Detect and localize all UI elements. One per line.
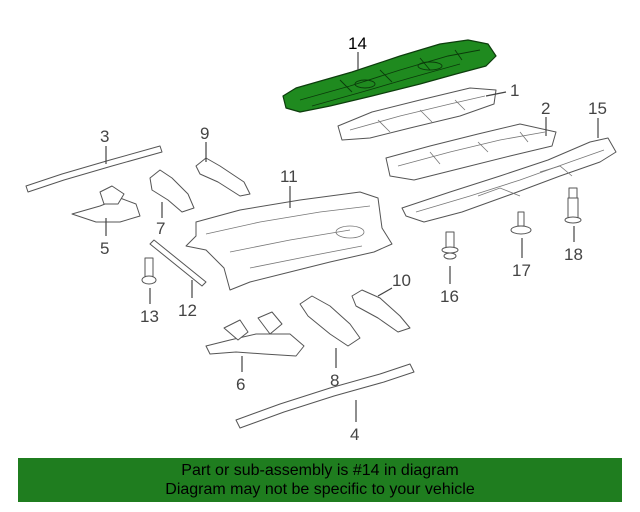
part-11[interactable] (185, 191, 393, 291)
part-4[interactable] (235, 363, 415, 429)
part-7[interactable] (149, 169, 195, 213)
callout-7[interactable]: 7 (156, 219, 165, 238)
part-5[interactable] (71, 185, 141, 223)
callout-1[interactable]: 1 (510, 81, 519, 100)
callout-14[interactable]: 14 (348, 34, 367, 53)
part-13-bolt[interactable] (141, 257, 157, 285)
callout-11[interactable]: 11 (280, 167, 298, 186)
callout-3[interactable]: 3 (100, 127, 109, 146)
part-9[interactable] (195, 157, 251, 197)
part-14-highlighted[interactable] (282, 39, 497, 113)
part-6[interactable] (205, 311, 305, 357)
part-info-banner: Part or sub-assembly is #14 in diagram D… (18, 458, 622, 502)
banner-part-line: Part or sub-assembly is #14 in diagram (181, 462, 459, 479)
callout-10[interactable]: 10 (392, 271, 411, 290)
part-18-bolt[interactable] (564, 187, 582, 224)
callout-13[interactable]: 13 (140, 307, 159, 326)
callout-2[interactable]: 2 (541, 99, 550, 118)
part-16-stud[interactable] (441, 231, 459, 260)
part-8[interactable] (299, 295, 361, 347)
callout-6[interactable]: 6 (236, 375, 245, 394)
part-12[interactable] (149, 239, 207, 287)
callout-labels: 14 1 2 15 3 9 11 5 7 12 13 10 16 17 18 6… (100, 34, 607, 444)
callout-16[interactable]: 16 (440, 287, 459, 306)
callout-15[interactable]: 15 (588, 99, 607, 118)
callout-5[interactable]: 5 (100, 239, 109, 258)
part-1[interactable] (337, 87, 497, 141)
part-15[interactable] (401, 137, 617, 223)
part-10[interactable] (351, 289, 411, 333)
callout-9[interactable]: 9 (200, 124, 209, 143)
part-3[interactable] (25, 145, 163, 193)
callout-18[interactable]: 18 (564, 245, 583, 264)
part-17-clip[interactable] (510, 211, 532, 235)
callout-12[interactable]: 12 (178, 301, 197, 320)
leader-lines (105, 52, 599, 422)
callout-8[interactable]: 8 (330, 371, 339, 390)
part-2[interactable] (385, 123, 557, 181)
banner-disclaimer-line: Diagram may not be specific to your vehi… (165, 481, 475, 498)
callout-4[interactable]: 4 (350, 425, 359, 444)
callout-17[interactable]: 17 (512, 261, 531, 280)
